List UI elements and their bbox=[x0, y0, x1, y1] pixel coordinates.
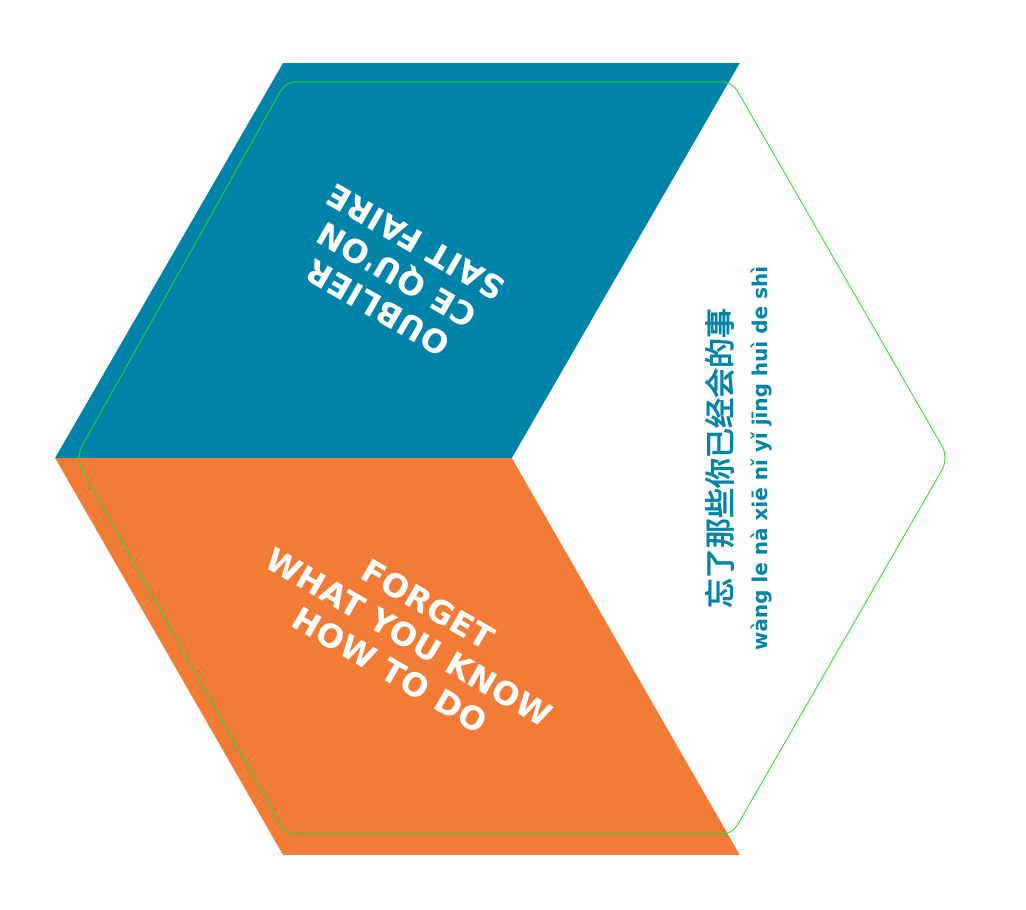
chinese-text-group: 忘了那些你已经会的事 wàng le nà xiē nǐ yǐ jīng huì… bbox=[704, 266, 772, 650]
cut-outline bbox=[78, 81, 946, 835]
right-face bbox=[512, 63, 968, 855]
chinese-pinyin: wàng le nà xiē nǐ yǐ jīng huì de shì bbox=[748, 266, 772, 650]
top-face bbox=[55, 63, 740, 458]
bottom-face bbox=[55, 458, 740, 855]
chinese-characters: 忘了那些你已经会的事 bbox=[704, 308, 739, 608]
